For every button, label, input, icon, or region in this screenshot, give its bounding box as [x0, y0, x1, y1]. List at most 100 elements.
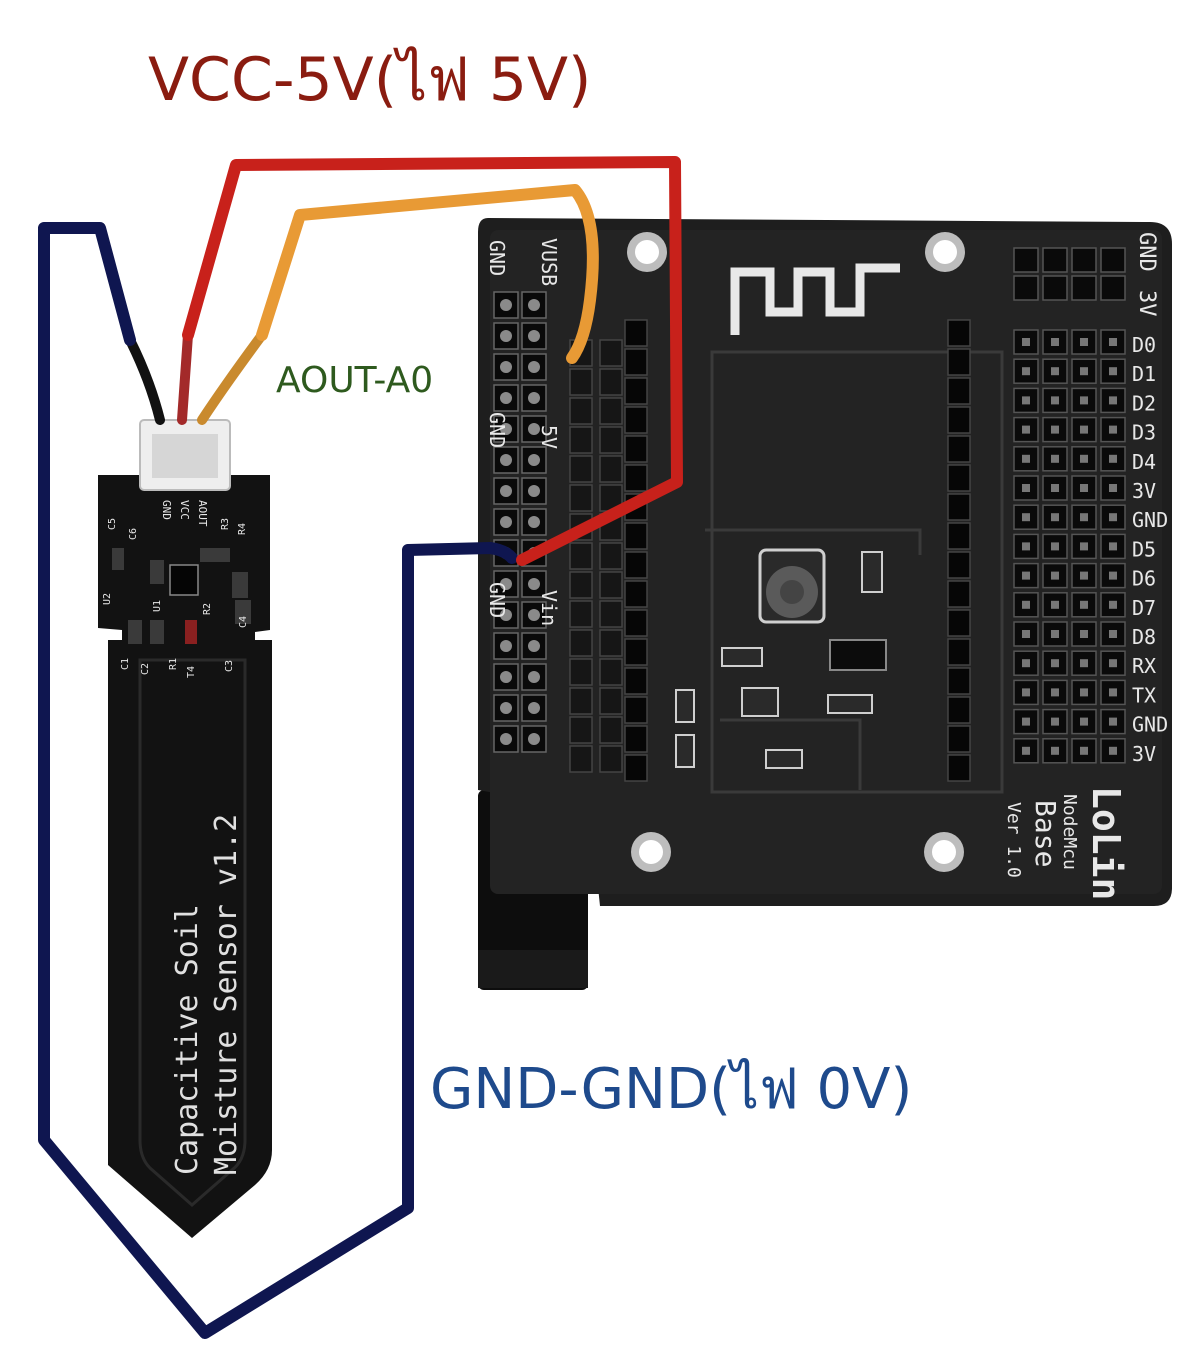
- female-header-slot: [624, 638, 648, 666]
- sensor-title-line2: Moisture Sensor v1.2: [209, 814, 244, 1175]
- female-header-slot: [569, 571, 593, 599]
- header-pin: [1071, 275, 1097, 301]
- sensor-part: [150, 620, 164, 644]
- header-pin-tip: [1109, 659, 1117, 668]
- header-pin-tip: [528, 640, 540, 652]
- female-header-slot: [947, 638, 971, 666]
- header-pin-tip: [500, 578, 512, 590]
- female-header-slot: [947, 464, 971, 492]
- sensor-component-label: C5: [107, 518, 118, 530]
- header-pin: [1013, 738, 1039, 764]
- header-pin: [1013, 275, 1039, 301]
- mount-hole-inner: [933, 240, 957, 264]
- sensor-part: [128, 620, 142, 644]
- header-pin: [521, 508, 547, 536]
- header-pin-tip: [1022, 513, 1030, 522]
- female-header-slot: [569, 629, 593, 657]
- header-pin: [1100, 247, 1126, 273]
- header-pin: [493, 322, 519, 350]
- header-pin-tip: [1022, 454, 1030, 463]
- top-right-pin-label-3v: 3V: [1134, 290, 1159, 317]
- right-pin-label: GND: [1132, 713, 1168, 737]
- right-pin-label: 3V: [1132, 742, 1156, 766]
- header-pin: [1042, 275, 1068, 301]
- right-pin-label: D3: [1132, 421, 1156, 445]
- sensor-component-label: R3: [220, 518, 231, 530]
- smd-component: [827, 694, 873, 714]
- header-pin: [1100, 592, 1126, 618]
- left-label-gnd-mid: GND: [485, 412, 509, 448]
- female-header-slot: [624, 696, 648, 724]
- header-pin-tip: [1051, 484, 1059, 492]
- right-pin-label: D2: [1132, 391, 1156, 415]
- header-pin-tip: [500, 299, 512, 311]
- female-header-slot: [947, 609, 971, 637]
- female-header-slot: [947, 319, 971, 347]
- left-label-gnd-top: GND: [485, 240, 509, 276]
- female-header-slot: [947, 754, 971, 782]
- sensor-wire-black: [125, 335, 165, 425]
- header-pin-tip: [1109, 454, 1117, 463]
- female-header-slot: [624, 435, 648, 463]
- header-pin: [1042, 592, 1068, 618]
- header-pin-tip: [1109, 484, 1117, 492]
- female-header-slot: [599, 339, 623, 367]
- gnd-label: GND-GND(ไฟ 0V): [430, 1057, 912, 1122]
- header-pin-tip: [1022, 600, 1030, 609]
- header-pin-tip: [500, 485, 512, 497]
- sensor-wire-red: [177, 330, 193, 425]
- female-header-slot: [624, 580, 648, 608]
- header-pin-tip: [1051, 659, 1059, 668]
- female-header-slot: [624, 754, 648, 782]
- right-pin-label: D4: [1132, 450, 1156, 474]
- header-pin-tip: [528, 702, 540, 714]
- header-pin-tip: [1051, 396, 1059, 405]
- header-pin-tip: [1080, 338, 1088, 346]
- board-version: Ver 1.0: [1003, 802, 1024, 878]
- header-pin-tip: [500, 516, 512, 528]
- header-pin-tip: [1109, 600, 1117, 609]
- aout-label: AOUT-A0: [276, 360, 433, 401]
- female-header-slot: [624, 348, 648, 376]
- female-header-slot: [624, 522, 648, 550]
- header-pin-tip: [1080, 513, 1088, 522]
- right-pin-label: D1: [1132, 362, 1156, 386]
- female-header-slot: [599, 600, 623, 628]
- left-label-vin: Vin: [537, 590, 561, 626]
- female-header-slot: [624, 609, 648, 637]
- smd-component: [675, 689, 695, 723]
- female-header-slot: [569, 745, 593, 773]
- smd-parts: [675, 551, 883, 769]
- female-header-slot: [947, 493, 971, 521]
- female-header-slot: [947, 377, 971, 405]
- header-pin-tip: [500, 671, 512, 683]
- sensor-wire-yellow: [197, 330, 267, 425]
- header-pin-tip: [1051, 367, 1059, 376]
- header-pin-tip: [1080, 717, 1088, 726]
- right-pin-label: D7: [1132, 596, 1156, 620]
- sensor-pin-gnd: GND: [160, 500, 173, 520]
- female-header-slot: [569, 484, 593, 512]
- header-pin-tip: [1080, 659, 1088, 668]
- header-pin-tip: [1022, 659, 1030, 668]
- female-headers: [569, 319, 971, 782]
- header-pin: [1071, 533, 1097, 560]
- header-pin-tip: [500, 392, 512, 404]
- female-header-slot: [599, 629, 623, 657]
- board-model: NodeMcu: [1059, 794, 1080, 870]
- female-header-slot: [569, 397, 593, 425]
- header-pin-tip: [500, 454, 512, 466]
- sensor-component-label: R4: [237, 523, 248, 535]
- female-header-slot: [947, 551, 971, 579]
- header-pin: [493, 725, 519, 753]
- female-header-slot: [599, 426, 623, 454]
- header-pin-tip: [1051, 746, 1059, 755]
- sensor-pin-vcc: VCC: [178, 500, 191, 520]
- female-header-slot: [947, 667, 971, 695]
- sensor-part: [232, 572, 248, 598]
- header-pin-tip: [1080, 600, 1088, 609]
- female-header-slot: [569, 542, 593, 570]
- header-pin: [1071, 247, 1097, 273]
